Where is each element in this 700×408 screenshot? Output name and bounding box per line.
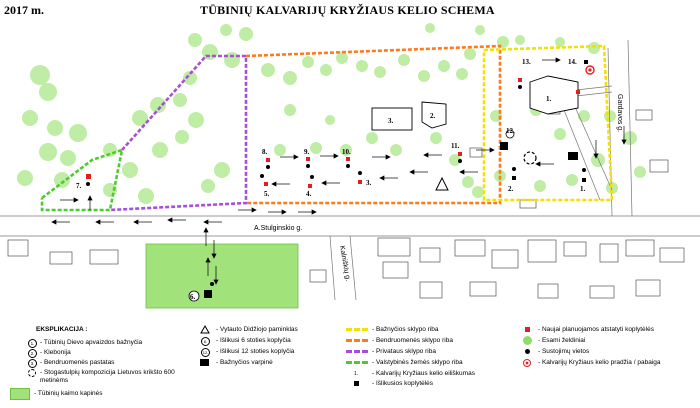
legend-existing-chapels: - Išlikusios koplytėlės bbox=[346, 380, 433, 388]
stogastulpis-legend-icon bbox=[28, 369, 36, 377]
bell-tower-icon bbox=[568, 152, 578, 160]
legend-greenery: - Esami želdiniai bbox=[522, 336, 586, 345]
legend-rectory-text: - Klebonija bbox=[40, 349, 71, 356]
rectory-number-icon: 2. bbox=[28, 349, 37, 358]
legend-stops: - Sustojimų vietos bbox=[522, 348, 589, 356]
legend-private-boundary-text: - Privataus sklypo riba bbox=[372, 348, 436, 355]
building-3-label: 3. bbox=[388, 117, 394, 125]
legend-church-boundary: - Bažnyčios sklypo riba bbox=[346, 326, 438, 334]
chapel-markers bbox=[86, 60, 595, 302]
legend-cemetery: - Tūbinių kaimo kapinės bbox=[10, 388, 103, 400]
stop-icon bbox=[525, 349, 530, 354]
legend-community-boundary: - Bendruomenės sklypo riba bbox=[346, 337, 453, 345]
bell-tower-legend-icon bbox=[200, 359, 209, 366]
street-label-kalniskiu: Kalniškių g. bbox=[338, 245, 351, 282]
station-label-10: 10. bbox=[342, 148, 351, 156]
roads bbox=[0, 39, 700, 301]
legend-church-boundary-text: - Bažnyčios sklypo riba bbox=[372, 326, 439, 333]
legend-monument: - Vytauto Didžiojo paminklas bbox=[200, 325, 298, 334]
legend-state-boundary-text: - Valstybinės žemės sklypo riba bbox=[372, 359, 463, 366]
route-arrows bbox=[51, 57, 627, 285]
community-boundary-line bbox=[245, 44, 502, 205]
legend-bell-tower: - Bažnyčios varpinė bbox=[200, 359, 273, 367]
station-order-icon: 1. bbox=[354, 371, 359, 377]
church-number-icon: 1. bbox=[28, 339, 37, 348]
street-label-stulginskio: A.Stulginskio g. bbox=[254, 225, 302, 232]
private-boundary-line bbox=[109, 54, 248, 212]
legend-stogastulpis-text: - Stogastulpių kompozicija Lietuvos krik… bbox=[40, 369, 175, 384]
legend-chapel-6-text: - Išlikusi 6 stoties koplyčia bbox=[216, 337, 291, 344]
main-buildings bbox=[371, 75, 579, 131]
legend-heading: EKSPLIKACIJA : bbox=[36, 326, 88, 333]
building-1-label: 1. bbox=[546, 95, 552, 103]
legend-stogastulpis: - Stogastulpių kompozicija Lietuvos krik… bbox=[28, 369, 178, 385]
monument-legend-icon bbox=[200, 325, 210, 334]
new-chapel-icon bbox=[525, 327, 530, 332]
legend-start-end: - Kalvarijų Kryžiaus kelio pradžia / pab… bbox=[522, 359, 682, 367]
route-map: 1. 2. 3. 8. 9. 10. 11. 12. 13. 14. 5. 4.… bbox=[0, 23, 700, 309]
station-label-7: 7. bbox=[76, 182, 82, 190]
start-end-icon bbox=[523, 359, 531, 367]
station-label-11: 11. bbox=[451, 142, 460, 150]
station-label-8: 8. bbox=[262, 148, 268, 156]
legend-stops-text: - Sustojimų vietos bbox=[538, 348, 590, 355]
legend-church-text: - Tūbinių Dievo apvaizdos bažnyčia bbox=[40, 339, 143, 346]
legend-chapel-12: 12. - Išlikusi 12 stoties koplyčia bbox=[200, 348, 295, 357]
legend-community-boundary-text: - Bendruomenės sklypo riba bbox=[372, 337, 453, 344]
cemetery-swatch bbox=[10, 388, 30, 400]
legend-chapel-6: 6. - Išlikusi 6 stoties koplyčia bbox=[200, 337, 291, 346]
legend-chapel-12-text: - Išlikusi 12 stoties koplyčia bbox=[216, 348, 295, 355]
legend-station-order: 1. - Kalvarijų Kryžiaus kelio eiliškumas bbox=[346, 370, 475, 378]
station-label-5: 5. bbox=[264, 190, 270, 198]
legend-monument-text: - Vytauto Didžiojo paminklas bbox=[216, 326, 298, 333]
existing-chapel-icon bbox=[354, 381, 359, 386]
tree-icon bbox=[523, 336, 532, 345]
legend-existing-chapels-text: - Išlikusios koplytėlės bbox=[372, 380, 434, 387]
legend-greenery-text: - Esami želdiniai bbox=[538, 337, 586, 344]
chapel-6-icon: 6. bbox=[201, 337, 210, 346]
station-label-13: 13. bbox=[522, 58, 531, 66]
existing-trees bbox=[17, 23, 646, 204]
legend-rectory: 2. - Klebonija bbox=[28, 349, 71, 358]
legend-new-chapels-text: - Naujai planuojamos atstatyti koplytėlė… bbox=[538, 326, 654, 333]
legend-new-chapels: - Naujai planuojamos atstatyti koplytėlė… bbox=[522, 326, 654, 334]
building-2-label: 2. bbox=[430, 112, 436, 120]
station-label-3: 3. bbox=[366, 179, 372, 187]
legend-state-boundary: - Valstybinės žemės sklypo riba bbox=[346, 359, 463, 367]
page-title: TŪBINIŲ KALVARIJŲ KRYŽIAUS KELIO SCHEMA bbox=[200, 3, 495, 17]
station-label-12: 12. bbox=[506, 127, 515, 135]
station-label-9: 9. bbox=[304, 148, 310, 156]
state-boundary-line bbox=[40, 148, 124, 212]
legend-community-building-text: - Bendruomenės pastatas bbox=[40, 359, 115, 366]
church-boundary-swatch bbox=[346, 328, 368, 331]
stogastulpis-icon bbox=[523, 151, 537, 165]
station-label-6: 6. bbox=[190, 293, 196, 301]
station-label-4: 4. bbox=[306, 190, 312, 198]
year-label: 2017 m. bbox=[4, 3, 44, 17]
station-label-14: 14. bbox=[568, 58, 577, 66]
legend-start-end-text: - Kalvarijų Kryžiaus kelio pradžia / pab… bbox=[538, 359, 661, 366]
monument-icon bbox=[435, 176, 449, 191]
cemetery-area bbox=[145, 243, 299, 309]
station-label-1: 1. bbox=[580, 185, 586, 193]
legend-private-boundary: - Privataus sklypo riba bbox=[346, 348, 436, 356]
legend-community-building: 3. - Bendruomenės pastatas bbox=[28, 359, 115, 368]
community-number-icon: 3. bbox=[28, 359, 37, 368]
legend-bell-tower-text: - Bažnyčios varpinė bbox=[216, 359, 273, 366]
community-boundary-swatch bbox=[346, 339, 368, 342]
state-boundary-swatch bbox=[346, 361, 368, 364]
station-label-2: 2. bbox=[508, 185, 514, 193]
private-boundary-swatch bbox=[346, 350, 368, 353]
legend-cemetery-text: - Tūbinių kaimo kapinės bbox=[34, 390, 103, 397]
legend: EKSPLIKACIJA : 1. - Tūbinių Dievo apvaiz… bbox=[0, 318, 700, 408]
legend-church: 1. - Tūbinių Dievo apvaizdos bažnyčia bbox=[28, 339, 143, 348]
legend-station-order-text: - Kalvarijų Kryžiaus kelio eiliškumas bbox=[372, 370, 475, 377]
chapel-12-icon: 12. bbox=[201, 348, 210, 357]
street-label-gardavos: Gardavos g. bbox=[616, 94, 623, 132]
